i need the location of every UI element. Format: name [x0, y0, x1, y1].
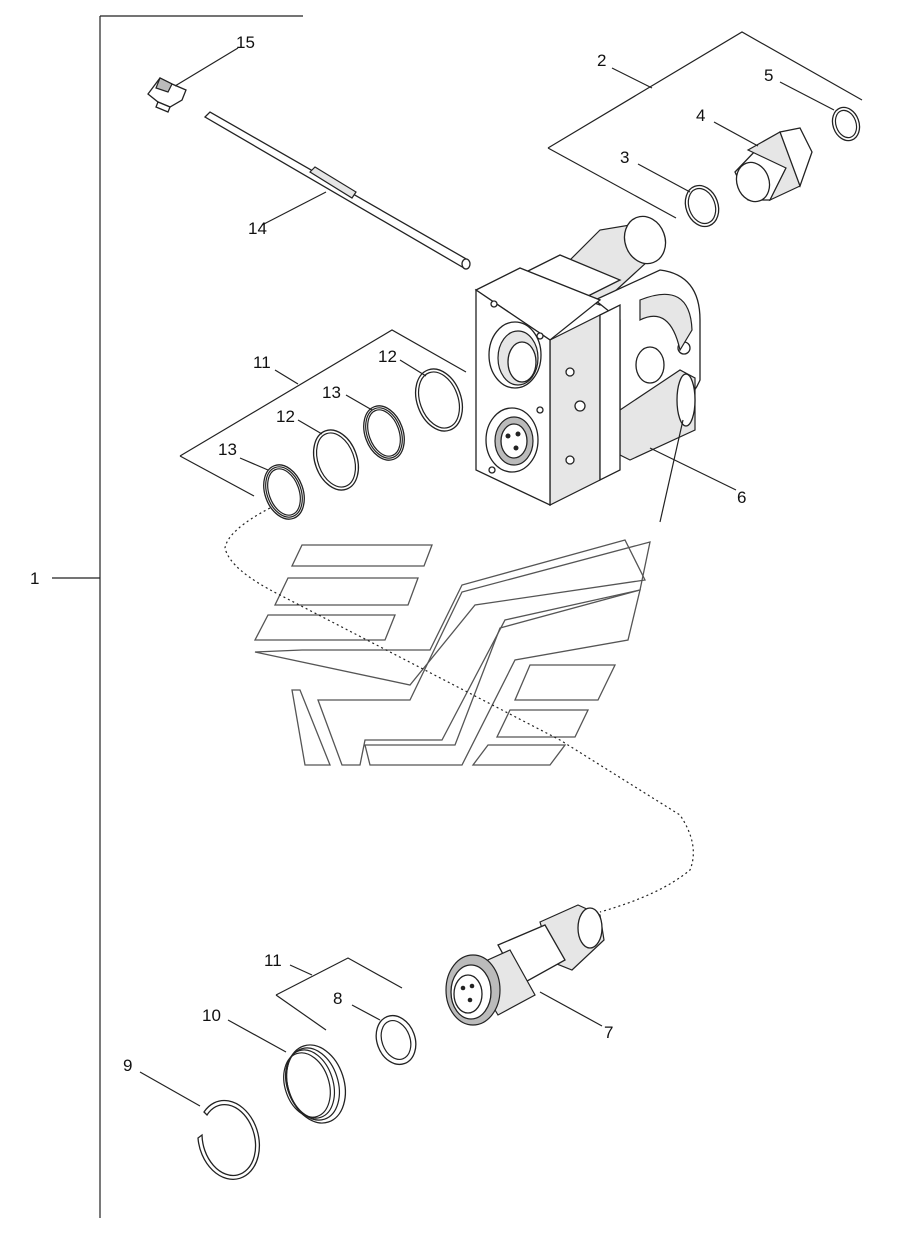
callout-7: 7 [604, 1023, 613, 1042]
o-ring-part-3 [637, 163, 720, 228]
callout-15: 15 [236, 33, 255, 52]
spring-part-10 [227, 1019, 347, 1124]
rod-part-14 [203, 111, 471, 270]
callout-10: 10 [202, 1006, 221, 1025]
callout-8: 8 [333, 989, 342, 1008]
callout-13-lower: 13 [218, 440, 237, 459]
callout-5: 5 [764, 66, 773, 85]
assembly-path-dotted [224, 507, 694, 913]
washer-part-8 [351, 1004, 417, 1066]
item-11-upper-bracket [179, 329, 467, 497]
valve-body-part-6 [474, 215, 737, 523]
o-ring-part-12-upper [399, 359, 464, 432]
callout-14: 14 [248, 219, 267, 238]
o-ring-part-5 [779, 81, 861, 142]
callout-11-upper: 11 [253, 353, 271, 372]
cartridge-part-7 [445, 904, 605, 1027]
callout-4: 4 [696, 106, 705, 125]
callout-labels: 1 2 3 4 5 6 7 8 9 10 11 11 12 12 13 13 1… [30, 33, 773, 1075]
item-2-bracket [547, 31, 863, 219]
callout-11-lower: 11 [264, 951, 282, 970]
callout-9: 9 [123, 1056, 132, 1075]
callout-2: 2 [597, 51, 606, 70]
item-1-bracket [52, 15, 303, 1218]
callout-12-upper: 12 [378, 347, 397, 366]
callout-1: 1 [30, 569, 39, 588]
clip-part-15 [147, 47, 239, 113]
snap-ring-part-9 [139, 1071, 261, 1180]
fitting-part-4 [713, 121, 813, 203]
seal-ring-part-13-upper [345, 394, 405, 461]
seal-ring-part-13-lower [239, 457, 305, 520]
item-11-lower-bracket [275, 957, 403, 1031]
callout-13-upper: 13 [322, 383, 341, 402]
callout-12-lower: 12 [276, 407, 295, 426]
callout-3: 3 [620, 148, 629, 167]
callout-6: 6 [737, 488, 746, 507]
o-ring-part-12-lower [297, 419, 360, 491]
watermark-logo [253, 539, 651, 766]
